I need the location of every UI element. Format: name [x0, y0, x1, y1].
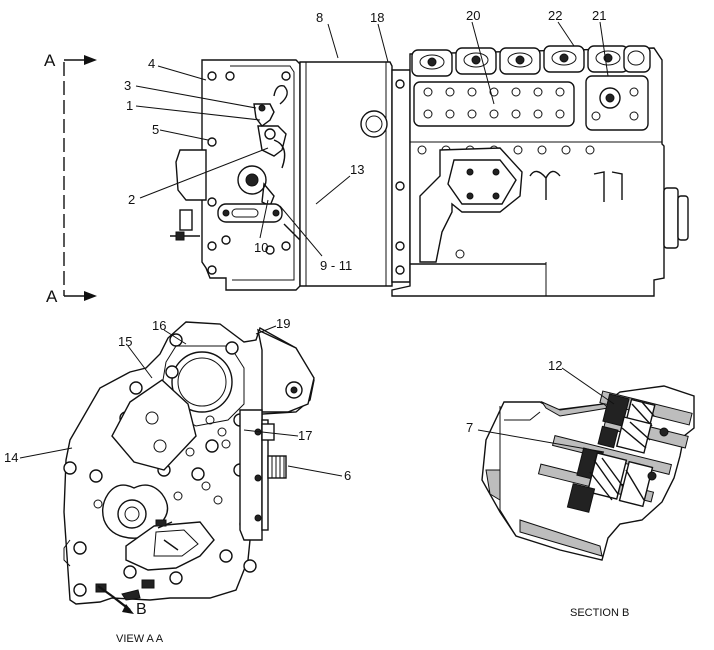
drive-shaft: [663, 187, 679, 249]
section-line-aa: A A: [44, 51, 97, 306]
callout-17: 17: [298, 428, 312, 443]
callout-5: 5: [152, 122, 159, 137]
marker-a-top: A: [44, 51, 56, 70]
pump-side-view: [170, 45, 689, 297]
callout-18: 18: [370, 10, 384, 25]
callout-12: 12: [548, 358, 562, 373]
callout-6: 6: [344, 468, 351, 483]
callout-13: 13: [350, 162, 364, 177]
lever-1: [253, 103, 275, 127]
large-bore-aa: [171, 351, 233, 413]
caption-view-aa: VIEW A A: [116, 633, 164, 645]
view-aa: [63, 321, 315, 614]
callout-3: 3: [124, 78, 131, 93]
callout-2: 2: [128, 192, 135, 207]
middle-plug: [360, 110, 388, 138]
callout-15: 15: [118, 334, 132, 349]
callout-10: 10: [254, 240, 268, 255]
arrow-b: [122, 604, 134, 614]
arrow-a-bottom: [84, 291, 97, 301]
section-b: [481, 385, 695, 561]
leader-12: [561, 367, 615, 405]
callout-22: 22: [548, 8, 562, 23]
caption-section-b: SECTION B: [570, 607, 629, 619]
callout-14: 14: [4, 450, 18, 465]
barrel-row: [411, 45, 651, 77]
callout-1: 1: [126, 98, 133, 113]
lower-linkage: [125, 521, 215, 571]
callout-20: 20: [466, 8, 480, 23]
view-aa-leaders: [19, 325, 343, 477]
marker-a-bottom: A: [46, 287, 58, 306]
callout-19: 19: [276, 316, 290, 331]
middle-housing: [299, 61, 393, 287]
fitting-6: [267, 455, 287, 479]
diamond-plate: [111, 379, 197, 471]
callout-21: 21: [592, 8, 606, 23]
callout-16: 16: [152, 318, 166, 333]
marker-b: B: [136, 601, 147, 618]
callout-9-11: 9 - 11: [320, 258, 352, 273]
arrow-a-top: [84, 55, 97, 65]
front-mount: [175, 149, 207, 201]
callout-7: 7: [466, 420, 473, 435]
leader-7: [477, 429, 605, 453]
callout-8: 8: [316, 10, 323, 25]
callout-4: 4: [148, 56, 155, 71]
top-leaders: [135, 21, 609, 257]
